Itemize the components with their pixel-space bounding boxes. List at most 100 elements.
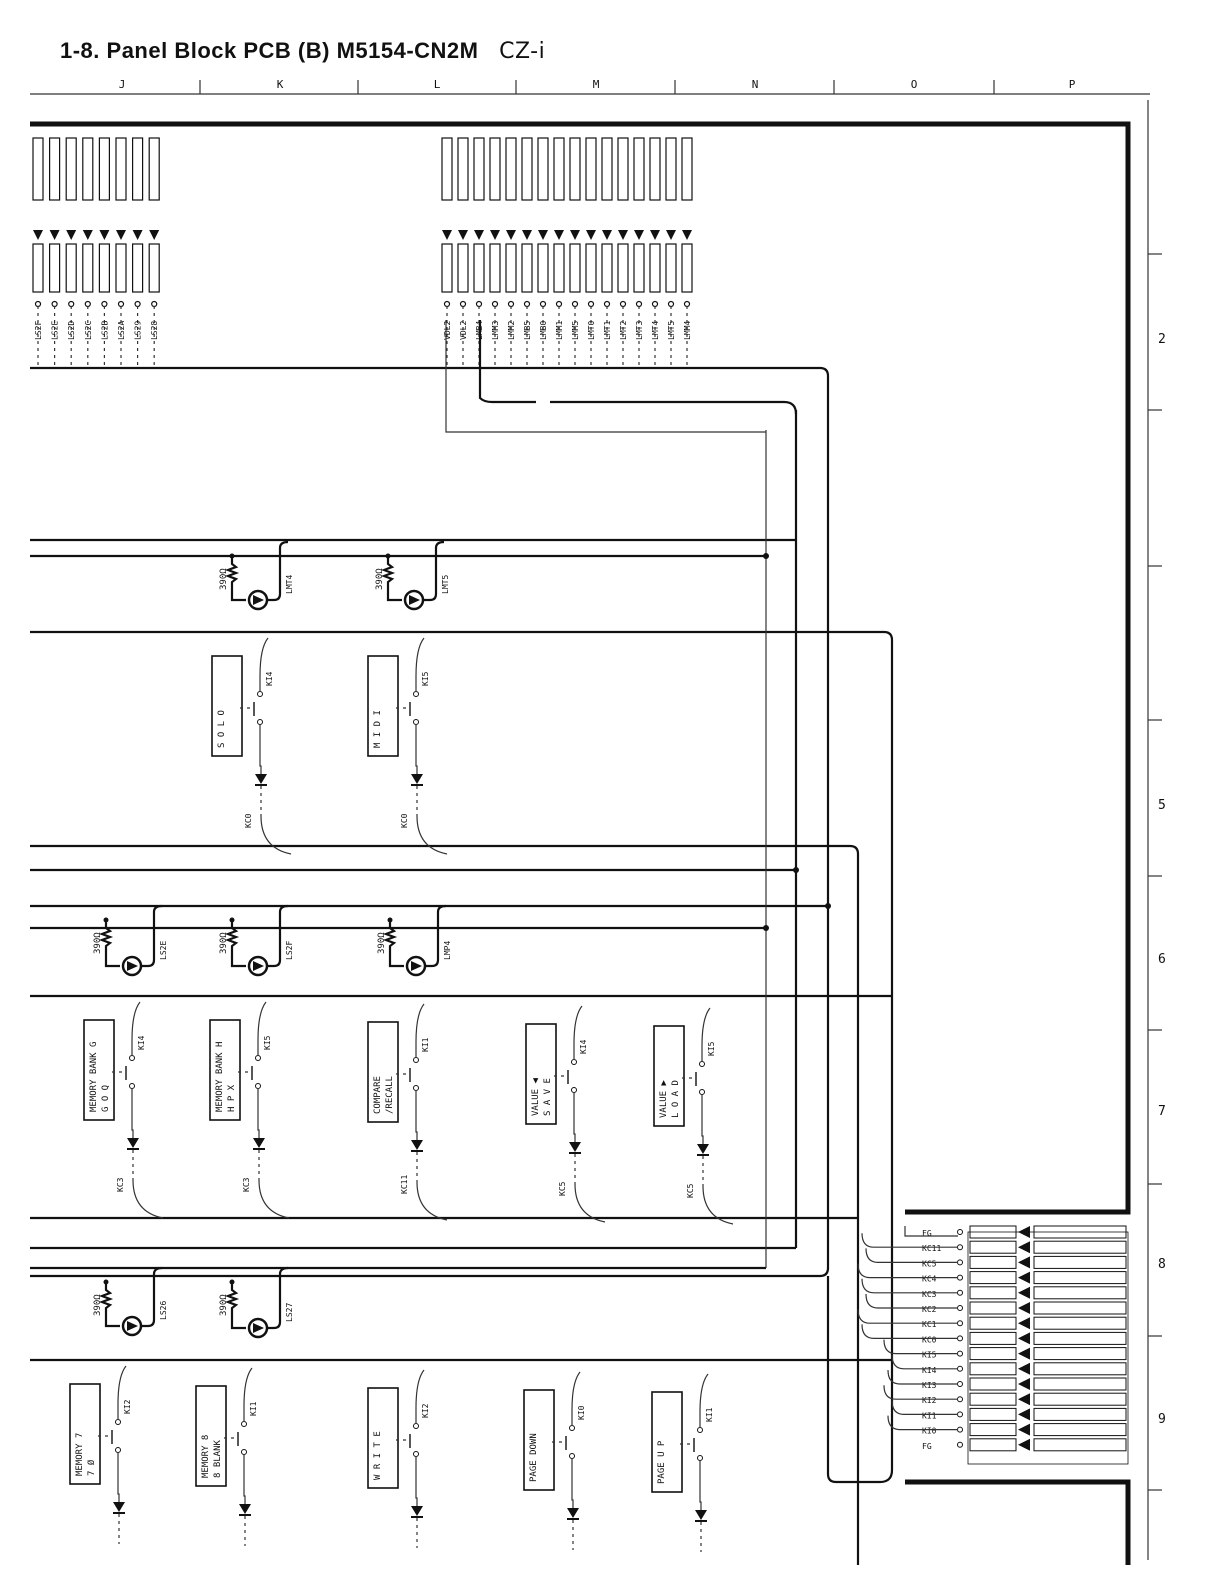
- switch-label: VALUE ▶: [659, 1079, 669, 1118]
- switch-ki-label: KI1: [421, 1037, 430, 1052]
- resistor-label: 390Ω: [219, 568, 229, 590]
- switch-label: S O L O: [217, 710, 227, 748]
- switch-ki-label: KI4: [265, 671, 274, 686]
- bottom-connector-pin: KC11: [922, 1240, 1127, 1254]
- switch-ki-label: KI1: [705, 1407, 714, 1422]
- grid-col-label: M: [593, 78, 600, 91]
- grid-col-label: J: [119, 78, 126, 91]
- switch-ki-label: KI4: [137, 1035, 146, 1050]
- switch-kc-label: KC3: [242, 1177, 251, 1192]
- connector-pin: LMT3: [633, 137, 645, 368]
- switch-label: COMPARE: [373, 1076, 383, 1114]
- bottom-pin-label: KI3: [922, 1381, 937, 1390]
- switch-label: MEMORY 8: [201, 1435, 211, 1478]
- bottom-pin-label: KC1: [922, 1320, 937, 1329]
- bottom-connector-pin: FG: [922, 1438, 1127, 1452]
- grid-row-label: 5: [1158, 798, 1166, 813]
- grid-row-label: 6: [1158, 952, 1166, 967]
- connector-pin-label: LMB5: [523, 321, 532, 340]
- bottom-pin-label: KC5: [922, 1259, 937, 1268]
- switch-label: MEMORY BANK H: [215, 1042, 225, 1112]
- switch-label: PAGE U P: [657, 1440, 667, 1484]
- switch-label: W R I T E: [373, 1431, 383, 1480]
- led-net-label: LS27: [285, 1303, 294, 1322]
- connector-pin-label: LS29: [134, 321, 143, 340]
- connector-pin-label: VDL2: [443, 321, 452, 340]
- grid-row-label: 7: [1158, 1104, 1166, 1119]
- connector-pin-label: LMM2: [507, 321, 516, 340]
- connector-pin: VDL2: [441, 137, 453, 368]
- switch-label: PAGE DOWN: [529, 1433, 539, 1482]
- connector-pin-label: LMT0: [587, 321, 596, 340]
- bottom-connector-pin: FG: [922, 1225, 1127, 1239]
- grid-col-label: P: [1069, 78, 1076, 91]
- led-net-label: LMT5: [441, 575, 450, 594]
- bottom-pin-label: KC2: [922, 1305, 937, 1314]
- switch-button: PAGE U P KI1: [651, 1373, 714, 1552]
- connector-pin: LS2A: [115, 137, 127, 368]
- bottom-connector: FGKC11KC5KC4KC3KC2KC1KC0KI5KI4KI3KI2KI1K…: [922, 1225, 1129, 1465]
- connector-pin: LMT0: [585, 137, 597, 368]
- grid-col-label: K: [277, 78, 284, 91]
- bottom-pin-label: KI0: [922, 1427, 937, 1436]
- switch-label: H P X: [227, 1084, 237, 1112]
- connector-pin-label: VDL2: [459, 321, 468, 340]
- connector-pin: LMM1: [553, 137, 565, 368]
- connector-pin-label: LMB0: [539, 321, 548, 340]
- connector-pin-label: LMM5: [571, 321, 580, 340]
- connector-pin: LMB5: [521, 137, 533, 368]
- switch-label: MEMORY 7: [75, 1433, 85, 1476]
- switch-ki-label: KI4: [579, 1039, 588, 1054]
- switch-label: MEMORY BANK G: [89, 1042, 99, 1112]
- connector-pin-label: LS2E: [51, 321, 60, 340]
- switch-ki-label: KI5: [421, 671, 430, 686]
- switch-label: M I D I: [373, 710, 383, 748]
- switch-ki-label: KI2: [421, 1403, 430, 1418]
- switch-label: G O Q: [101, 1085, 111, 1112]
- bottom-pin-label: KC0: [922, 1335, 937, 1344]
- led-net-label: LS2E: [159, 941, 168, 960]
- connector-pin-label: LMT2: [619, 321, 628, 340]
- bottom-pin-label: KI4: [922, 1366, 937, 1375]
- connector-pin: LMT2: [617, 137, 629, 368]
- switch-label: S A V E: [543, 1078, 553, 1116]
- connector-pin: VDL2: [457, 137, 469, 368]
- connector-pin-label: LS2A: [117, 321, 126, 340]
- switch-label: L O A D: [671, 1080, 681, 1118]
- switch-ki-label: KI5: [263, 1035, 272, 1050]
- led-net-label: LS26: [159, 1301, 168, 1320]
- connector-pin: LS2D: [65, 137, 77, 368]
- led-net-label: LMT4: [285, 575, 294, 594]
- resistor-label: 390Ω: [219, 1294, 229, 1316]
- bottom-pin-label: KC4: [922, 1275, 937, 1284]
- bottom-connector-pin: KI4: [922, 1362, 1127, 1376]
- connector-pin-label: LMM3: [491, 321, 500, 340]
- bottom-pin-label: KI2: [922, 1396, 937, 1405]
- bottom-connector-pin: KC1: [922, 1316, 1127, 1330]
- switch-kc-label: KC3: [116, 1177, 125, 1192]
- grid-row-label: 2: [1158, 332, 1166, 347]
- connector-pin-label: LMT3: [635, 321, 644, 340]
- led-net-label: LMP4: [443, 941, 452, 960]
- bottom-pin-label: KI1: [922, 1411, 937, 1420]
- connector-pin-label: LMT4: [651, 321, 660, 340]
- connector-pin-label: LMT5: [667, 321, 676, 340]
- bottom-connector-pin: KC2: [922, 1301, 1127, 1315]
- grid-row-label: 9: [1158, 1412, 1166, 1427]
